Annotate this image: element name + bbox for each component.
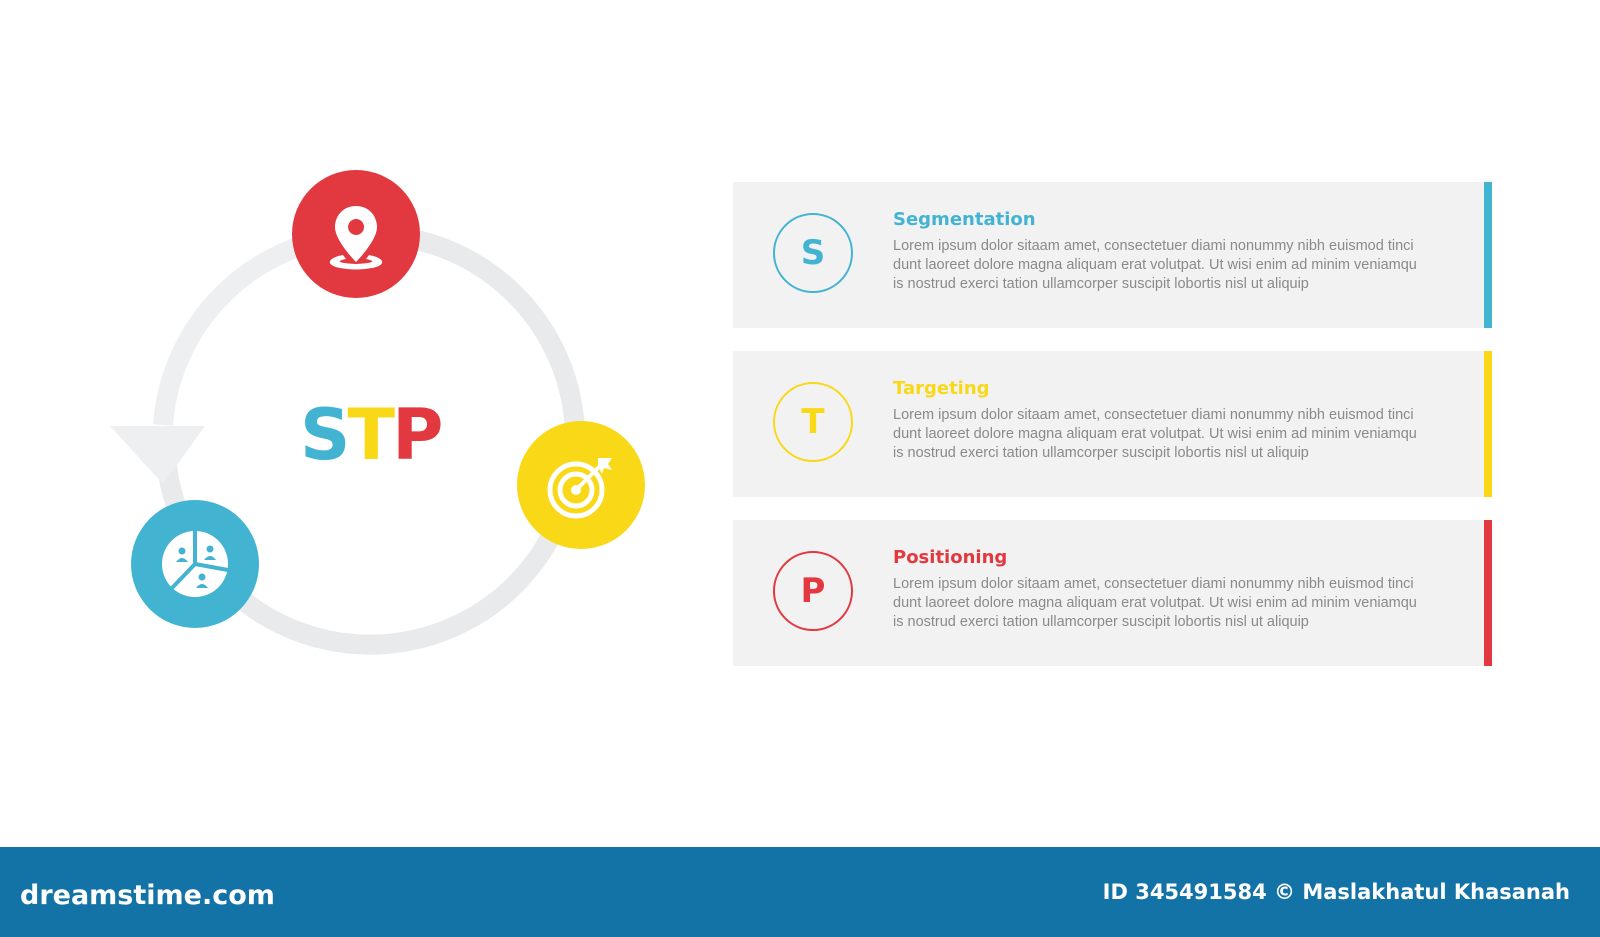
- panel-body-text: Lorem ipsum dolor sitaam amet, consectet…: [893, 407, 1417, 461]
- center-letter-p: P: [392, 394, 443, 476]
- node-targeting: [517, 421, 645, 549]
- target-icon: [547, 458, 612, 519]
- panel-title: Targeting: [893, 378, 990, 399]
- center-letter-t: T: [347, 394, 395, 476]
- letter-badge: S: [773, 213, 853, 293]
- panel-accent-bar: [1484, 351, 1492, 497]
- letter-badge: T: [773, 382, 853, 462]
- panel-accent-bar: [1484, 182, 1492, 328]
- panel-positioning: P Positioning Lorem ipsum dolor sitaam a…: [733, 520, 1492, 666]
- cycle-arrow-head: [110, 426, 205, 484]
- panel-title: Positioning: [893, 547, 1008, 568]
- panel-segmentation: S Segmentation Lorem ipsum dolor sitaam …: [733, 182, 1492, 328]
- footer-credit: ID 345491584 © Maslakhatul Khasanah: [1102, 880, 1570, 904]
- footer-bar: dreamstime.com ID 345491584 © Maslakhatu…: [0, 847, 1600, 937]
- footer-brand: dreamstime.com: [20, 880, 275, 911]
- panel-body-text: Lorem ipsum dolor sitaam amet, consectet…: [893, 576, 1417, 630]
- center-label-stp: STP: [300, 394, 444, 476]
- panel-body-text: Lorem ipsum dolor sitaam amet, consectet…: [893, 238, 1417, 292]
- stp-cycle-diagram: [110, 170, 645, 655]
- center-letter-s: S: [300, 394, 350, 476]
- letter-badge: P: [773, 551, 853, 631]
- pie-chart-people-icon: [162, 529, 229, 597]
- panel-targeting: T Targeting Lorem ipsum dolor sitaam ame…: [733, 351, 1492, 497]
- panel-title: Segmentation: [893, 209, 1036, 230]
- panel-accent-bar: [1484, 520, 1492, 666]
- node-positioning: [131, 500, 259, 628]
- node-segmentation: [292, 170, 420, 298]
- location-pin-icon: [329, 206, 383, 270]
